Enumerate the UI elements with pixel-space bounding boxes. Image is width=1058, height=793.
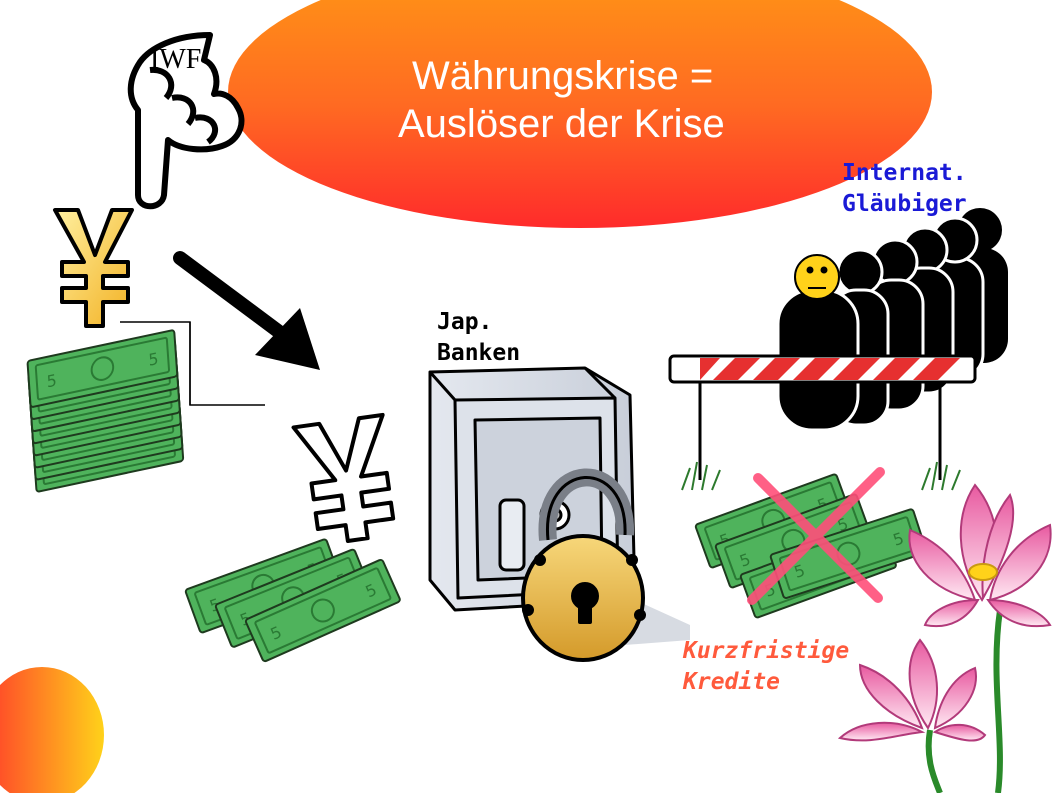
barrier-icon xyxy=(668,354,977,491)
slide-title: Währungskrise = Auslöser der Krise xyxy=(300,52,860,148)
creditors-line-2: Gläubiger xyxy=(842,190,967,217)
creditors-label: Internat. Gläubiger xyxy=(842,158,967,219)
cross-icon xyxy=(747,467,885,605)
banks-line-2: Banken xyxy=(437,339,521,366)
corner-decoration xyxy=(0,667,104,793)
credits-line-2: Kredite xyxy=(683,668,780,695)
banks-label: Jap. Banken xyxy=(437,307,520,368)
title-ellipse xyxy=(228,0,932,228)
yen-icon xyxy=(291,412,396,543)
credits-line-1: Kurzfristige xyxy=(683,638,850,664)
banks-line-1: Jap. xyxy=(437,309,493,335)
arrow-icon xyxy=(173,251,320,370)
title-line-2: Auslöser der Krise xyxy=(398,102,725,146)
connector-lines xyxy=(120,321,265,406)
money-stack-icon xyxy=(184,537,402,664)
iwf-label: IWF xyxy=(150,44,202,75)
short-term-credits-label: Kurzfristige Kredite xyxy=(683,636,849,697)
worried-face-icon xyxy=(794,254,840,300)
pointing-hand-icon xyxy=(127,32,245,210)
people-queue-icon xyxy=(776,208,1008,432)
creditors-line-1: Internat. xyxy=(842,160,967,186)
yen-icon xyxy=(53,208,134,328)
title-line-1: Währungskrise = xyxy=(412,54,714,98)
money-stack-icon xyxy=(26,328,185,494)
lotus-flower-icon xyxy=(837,483,1052,793)
padlock-icon xyxy=(521,468,646,662)
